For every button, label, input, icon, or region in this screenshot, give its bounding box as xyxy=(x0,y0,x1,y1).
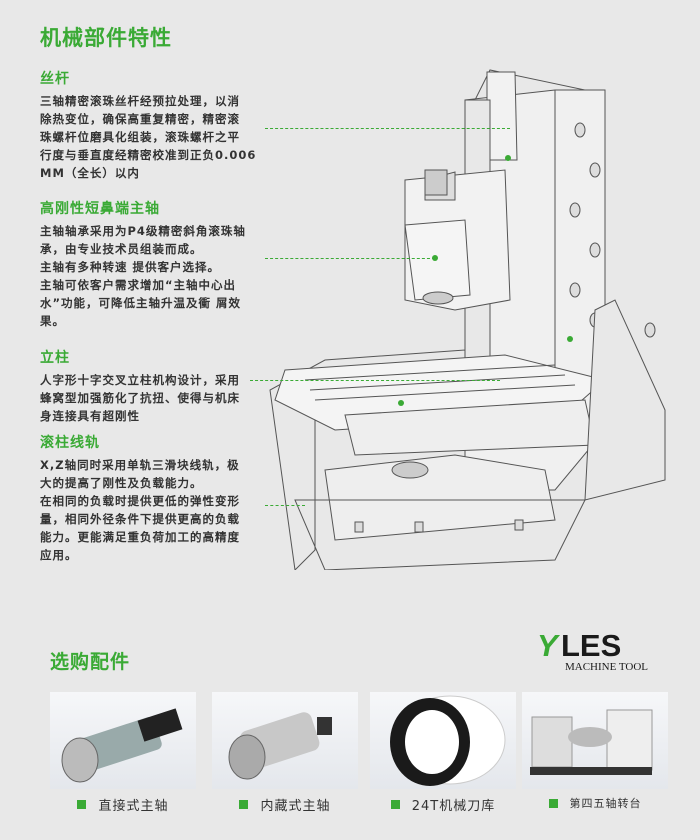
section-heading: 丝杆 xyxy=(40,71,70,87)
svg-text:Y: Y xyxy=(537,628,561,663)
section-heading: 立柱 xyxy=(40,350,70,366)
svg-text:LES: LES xyxy=(561,628,621,663)
svg-text:MACHINE TOOL: MACHINE TOOL xyxy=(565,661,648,673)
accessory-tool-magazine[interactable]: 24T机械刀库 xyxy=(370,692,516,814)
bullet-icon xyxy=(548,798,558,808)
marker-dot xyxy=(432,255,438,261)
section-ballscrew: 丝杆三轴精密滚珠丝杆经预拉处理，以消除热变位，确保高重复精密，精密滚珠螺杆位磨具… xyxy=(40,68,265,182)
section-heading: 高刚性短鼻端主轴 xyxy=(40,201,160,217)
tool-magazine-image xyxy=(370,692,516,789)
accessory-label: 内藏式主轴 xyxy=(260,799,331,814)
leader-line-spindle xyxy=(265,258,435,259)
section-text: X,Z轴同时采用单轨三滑块线轨，极大的提高了刚性及负载能力。在相同的负载时提供更… xyxy=(40,458,240,562)
section-heading: 滚柱线轨 xyxy=(40,435,100,451)
accessory-label: 24T机械刀库 xyxy=(411,799,496,814)
bullet-icon xyxy=(239,800,249,809)
direct-spindle-image xyxy=(50,692,196,789)
leader-line-rail xyxy=(265,505,305,506)
accessories-title: 选购配件 xyxy=(50,651,131,673)
section-text: 三轴精密滚珠丝杆经预拉处理，以消除热变位，确保高重复精密，精密滚珠螺杆位磨具化组… xyxy=(40,94,257,180)
bullet-icon xyxy=(390,800,400,809)
marker-dot xyxy=(567,336,573,342)
section-column: 立柱人字形十字交叉立柱机构设计，采用蜂窝型加强筋化了抗扭、使得与机床身连接具有超… xyxy=(40,347,265,425)
accessory-rotary-table[interactable]: 第四五轴转台 xyxy=(522,692,668,811)
accessory-built-in-spindle[interactable]: 内藏式主轴 xyxy=(212,692,358,814)
marker-dot xyxy=(505,155,511,161)
leader-line-column xyxy=(250,380,500,381)
section-linear-rail: 滚柱线轨 X,Z轴同时采用单轨三滑块线轨，极大的提高了刚性及负载能力。在相同的负载… xyxy=(40,432,265,564)
marker-dot xyxy=(398,400,404,406)
yles-logo: Y LES MACHINE TOOL xyxy=(537,628,648,673)
leader-line-ballscrew xyxy=(265,128,510,129)
built-in-spindle-image xyxy=(212,692,358,789)
accessory-label: 直接式主轴 xyxy=(98,799,169,814)
section-text: 主轴轴承采用为P4级精密斜角滚珠轴承，由专业技术员组装而成。主轴有多种转速 提供… xyxy=(40,224,246,328)
accessory-label: 第四五轴转台 xyxy=(569,797,642,810)
accessory-direct-spindle[interactable]: 直接式主轴 xyxy=(50,692,196,814)
section-spindle: 高刚性短鼻端主轴主轴轴承采用为P4级精密斜角滚珠轴承，由专业技术员组装而成。主轴… xyxy=(40,198,265,330)
machine-line-drawing xyxy=(269,69,666,570)
bullet-icon xyxy=(77,800,87,809)
rotary-table-image xyxy=(522,692,668,789)
page-title: 机械部件特性 xyxy=(40,26,172,50)
section-text: 人字形十字交叉立柱机构设计，采用蜂窝型加强筋化了抗扭、使得与机床身连接具有超刚性 xyxy=(40,373,240,423)
